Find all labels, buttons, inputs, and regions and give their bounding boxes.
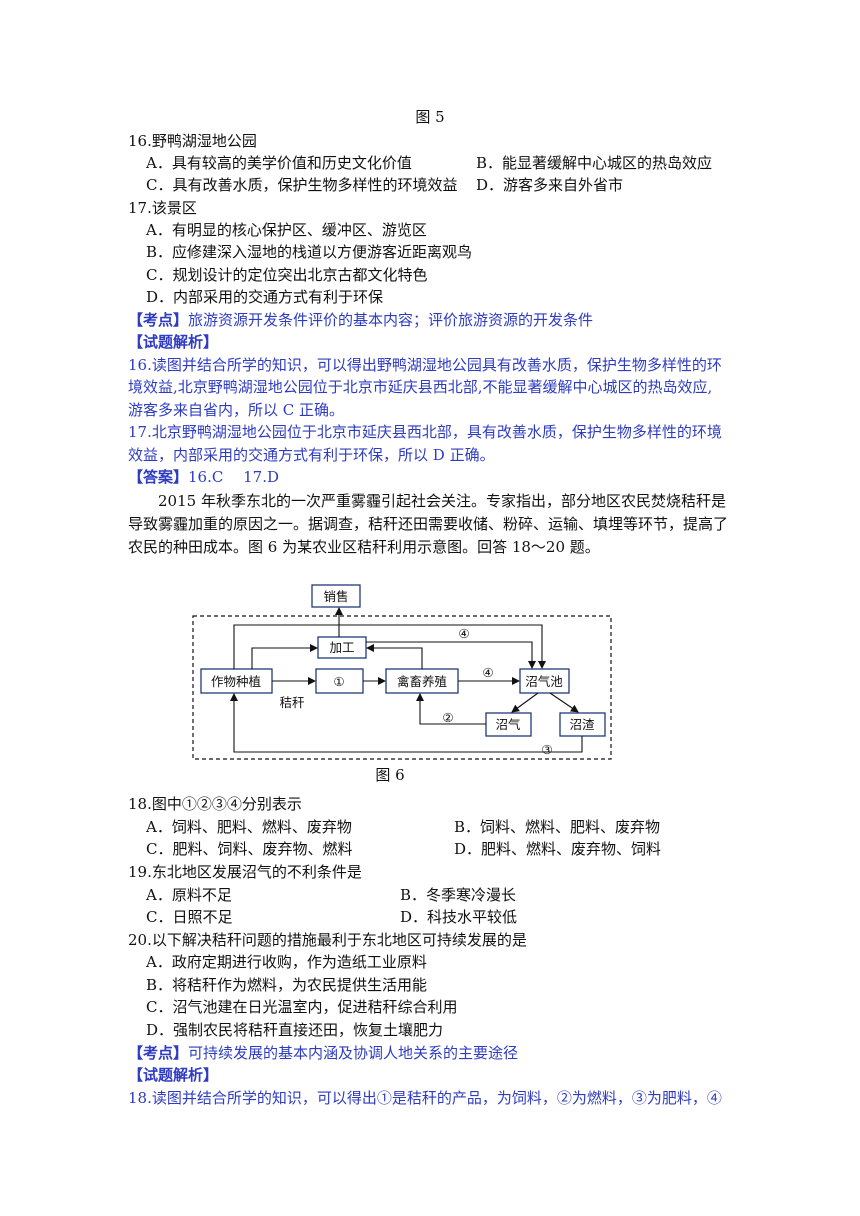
kaodian-text: 旅游资源开发条件评价的基本内容；评价旅游资源的开发条件 — [188, 311, 594, 329]
analysis-16-line-1: 16.读图并结合所学的知识，可以得出野鸭湖湿地公园具有改善水质，保护生物多样性的… — [128, 356, 722, 374]
question-19-option-c: C．日照不足 — [146, 908, 233, 926]
question-18-option-d: D．肥料、燃料、废弃物、饲料 — [454, 840, 662, 858]
arrow-digester-to-residue — [549, 692, 579, 713]
question-16-stem: 16.野鸭湖湿地公园 — [128, 132, 257, 150]
label-2: ② — [442, 710, 453, 725]
sales-label: 销售 — [323, 589, 348, 604]
intro-line-1: 2015 年秋季东北的一次严重雾霾引起社会关注。专家指出，部分地区农民焚烧秸秆是 — [158, 492, 726, 510]
question-17-option-c: C．规划设计的定位突出北京古都文化特色 — [146, 266, 428, 284]
answer-line: 【答案】16.C 17.D — [128, 466, 279, 488]
question-17-option-a: A．有明显的核心保护区、缓冲区、游览区 — [146, 221, 427, 239]
question-16-option-a: A．具有较高的美学价值和历史文化价值 — [146, 154, 412, 172]
question-20-option-a: A．政府定期进行收购，作为造纸工业原料 — [146, 953, 427, 971]
question-17-option-b: B．应修建深入湿地的栈道以方便游客近距离观鸟 — [146, 243, 473, 261]
arrow-livestock-to-processing — [366, 644, 423, 669]
circle-1-box — [315, 668, 364, 694]
question-19-option-a: A．原料不足 — [146, 886, 232, 904]
kaodian-2: 【考点】可持续发展的基本内涵及协调人地关系的主要途径 — [128, 1042, 518, 1064]
arrow-crop-to-processing — [251, 644, 318, 669]
question-16-option-b: B．能显著缓解中心城区的热岛效应 — [476, 154, 713, 172]
circle-1-label: ① — [333, 674, 344, 689]
arrow-biogas-to-livestock — [416, 693, 486, 725]
question-16-option-d: D．游客多来自外省市 — [476, 176, 624, 194]
label-3: ③ — [541, 742, 552, 757]
intro-line-2: 导致雾霾加重的原因之一。据调查，秸秆还田需要收储、粉碎、运输、填埋等环节，提高了 — [128, 515, 729, 533]
digester-box — [519, 668, 570, 694]
kaodian-2-text: 可持续发展的基本内涵及协调人地关系的主要途径 — [188, 1044, 519, 1062]
livestock-box — [385, 668, 459, 694]
question-20-stem: 20.以下解决秸秆问题的措施最利于东北地区可持续发展的是 — [128, 931, 527, 949]
question-20-option-d: D．强制农民将秸秆直接还田，恢复土壤肥力 — [146, 1021, 444, 1039]
livestock-label: 禽畜养殖 — [397, 674, 447, 689]
straw-utilization-diagram: 销售 加工 作物种植 ① 禽畜养殖 沼气池 沼气 沼渣 秸秆 ④ ④ ② ③ — [192, 584, 612, 760]
figure-6-caption: 图 6 — [375, 766, 405, 784]
digester-label: 沼气池 — [525, 674, 563, 689]
question-19-stem: 19.东北地区发展沼气的不利条件是 — [128, 863, 362, 881]
question-18-option-a: A．饲料、肥料、燃料、废弃物 — [146, 818, 352, 836]
analysis-16-line-2: 境效益,北京野鸭湖湿地公园位于北京市延庆县西北部,不能显著缓解中心城区的热岛效应… — [128, 378, 713, 396]
question-20-option-b: B．将秸秆作为燃料，为农民提供生活用能 — [146, 976, 428, 994]
intro-line-3: 农民的种田成本。图 6 为某农业区秸秆利用示意图。回答 18～20 题。 — [128, 538, 600, 556]
question-19-option-b: B．冬季寒冷漫长 — [400, 886, 517, 904]
arrow-crop-loop-to-digester — [233, 624, 546, 669]
kaodian-1: 【考点】旅游资源开发条件评价的基本内容；评价旅游资源的开发条件 — [128, 309, 593, 331]
analysis-2-tag: 【试题解析】 — [128, 1066, 219, 1084]
arrow-digester-to-biogas — [511, 692, 539, 713]
analysis-18-line-1: 18.读图并结合所学的知识，可以得出①是秸秆的产品，为饲料，②为燃料，③为肥料，… — [128, 1089, 722, 1107]
question-18-stem: 18.图中①②③④分别表示 — [128, 795, 302, 813]
answer-text: 16.C 17.D — [188, 468, 279, 486]
kaodian-tag: 【考点】 — [128, 311, 189, 329]
kaodian-2-tag: 【考点】 — [128, 1044, 189, 1062]
boundary-dashed — [192, 615, 612, 760]
analysis-17-line-1: 17.北京野鸭湖湿地公园位于北京市延庆县西北部，具有改善水质，保护生物多样性的环… — [128, 423, 722, 441]
analysis-tag: 【试题解析】 — [128, 333, 219, 351]
question-16-option-c: C．具有改善水质，保护生物多样性的环境效益 — [146, 176, 458, 194]
residue-label: 沼渣 — [569, 717, 595, 732]
biogas-label: 沼气 — [495, 717, 521, 732]
arrow-residue-to-crop — [230, 693, 583, 753]
question-20-option-c: C．沼气池建在日光温室内，促进秸秆综合利用 — [146, 998, 458, 1016]
crop-label: 作物种植 — [211, 674, 261, 689]
analysis-17-line-2: 效益，内部采用的交通方式有利于环保，所以 D 正确。 — [128, 446, 495, 464]
answer-tag: 【答案】 — [128, 468, 189, 486]
question-18-option-b: B．饲料、燃料、肥料、废弃物 — [454, 818, 661, 836]
label-4-top: ④ — [458, 626, 469, 641]
figure-5-caption: 图 5 — [415, 108, 445, 126]
straw-label: 秸秆 — [279, 695, 304, 710]
processing-label: 加工 — [329, 640, 354, 655]
question-18-option-c: C．肥料、饲料、废弃物、燃料 — [146, 840, 353, 858]
question-17-option-d: D．内部采用的交通方式有利于环保 — [146, 288, 384, 306]
arrow-processing-to-digester — [366, 641, 536, 669]
analysis-16-line-3: 游客多来自省内，所以 C 正确。 — [128, 401, 345, 419]
question-19-option-d: D．科技水平较低 — [400, 908, 518, 926]
question-17-stem: 17.该景区 — [128, 199, 197, 217]
label-4-mid: ④ — [482, 665, 493, 680]
